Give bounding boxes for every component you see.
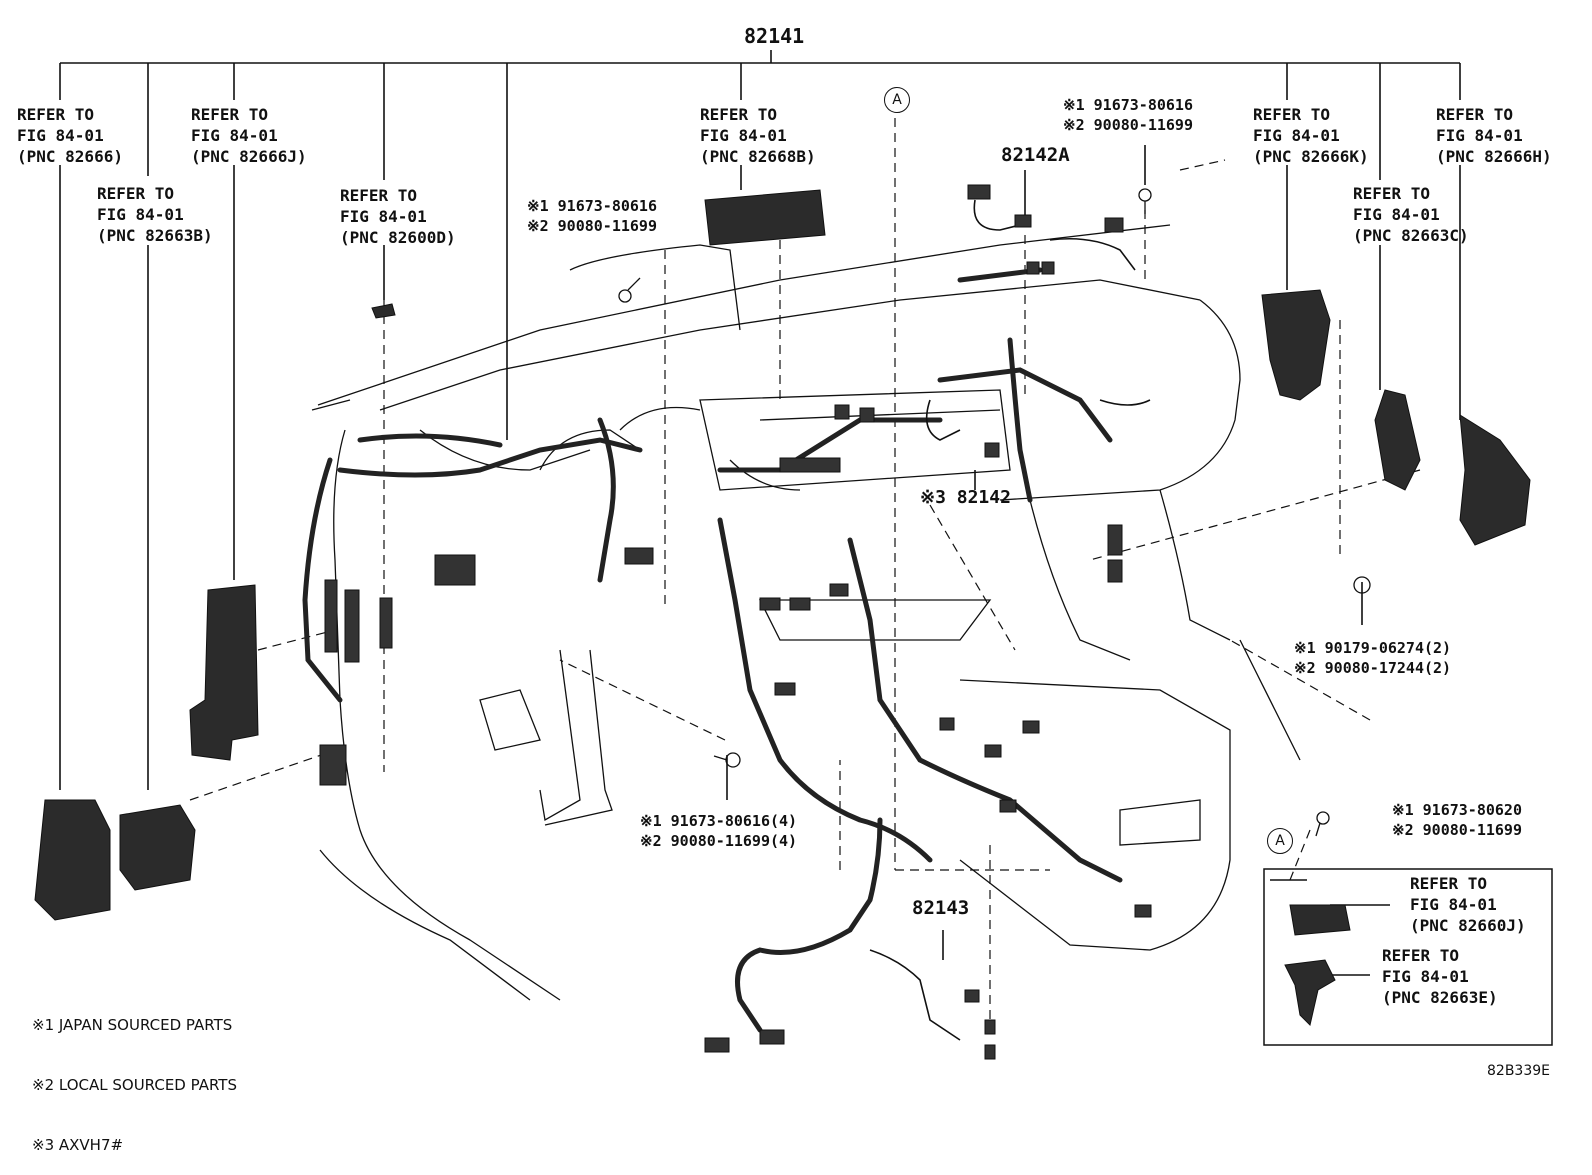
part-number-82141: 82141 [744,24,805,48]
legend-item-2: ※2 LOCAL SOURCED PARTS [32,1076,237,1094]
legend-item-3: ※3 AXVH7# [32,1136,124,1154]
wiring-diagram-artwork [34,50,1553,1060]
fastener-bottom: ※1 91673-80616(4)※2 90080-11699(4) [640,812,798,850]
diagram-code: 82B339E [1487,1063,1550,1079]
fastener-inset: ※1 91673-80620※2 90080-11699 [1392,801,1522,839]
fastener-top-right: ※1 91673-80616※2 90080-11699 [1063,96,1193,134]
fastener-top-mid: ※1 91673-80616※2 90080-11699 [527,197,657,235]
legend: ※1 JAPAN SOURCED PARTS ※2 LOCAL SOURCED … [32,975,237,1175]
fastener-right-mid: ※1 90179-06274(2)※2 90080-17244(2) [1294,639,1452,677]
callout-a-inset: A [1267,828,1293,854]
callout-a-top: A [884,87,910,113]
part-number-82142: ※3 82142 [920,487,1011,508]
part-number-82143: 82143 [912,897,970,919]
legend-item-1: ※1 JAPAN SOURCED PARTS [32,1016,233,1034]
part-number-82142a: 82142A [1001,144,1070,166]
